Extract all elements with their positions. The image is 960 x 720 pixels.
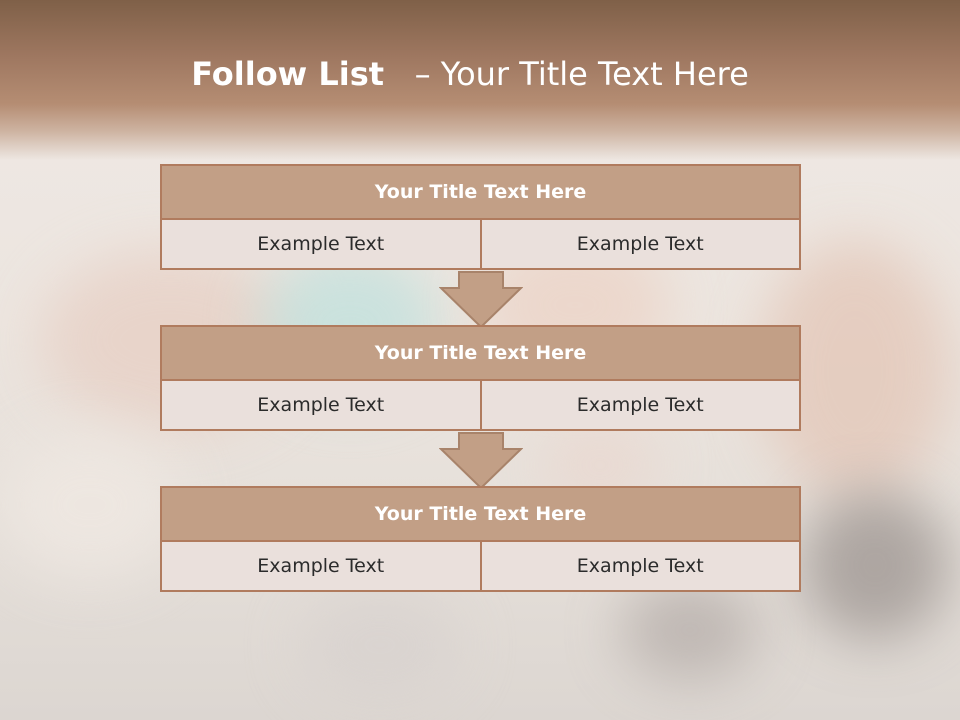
block-cell-left: Example Text [160,220,482,270]
down-arrow-icon [439,432,523,490]
down-arrow-icon [439,271,523,329]
header-band [0,0,960,160]
block-title: Your Title Text Here [160,164,801,220]
block-cell-right: Example Text [481,220,801,270]
block-cell-left: Example Text [160,542,482,592]
list-block-1: Your Title Text Here Example Text Exampl… [160,164,801,270]
slide-title-rest: – Your Title Text Here [414,55,749,93]
list-block-3: Your Title Text Here Example Text Exampl… [160,486,801,592]
block-cell-right: Example Text [481,381,801,431]
slide-title: Follow List – Your Title Text Here [0,52,940,96]
block-cell-left: Example Text [160,381,482,431]
block-row: Example Text Example Text [160,381,801,431]
block-title: Your Title Text Here [160,325,801,381]
block-row: Example Text Example Text [160,542,801,592]
block-row: Example Text Example Text [160,220,801,270]
slide-title-bold: Follow List [191,55,385,93]
list-block-2: Your Title Text Here Example Text Exampl… [160,325,801,431]
block-cell-right: Example Text [481,542,801,592]
block-title: Your Title Text Here [160,486,801,542]
